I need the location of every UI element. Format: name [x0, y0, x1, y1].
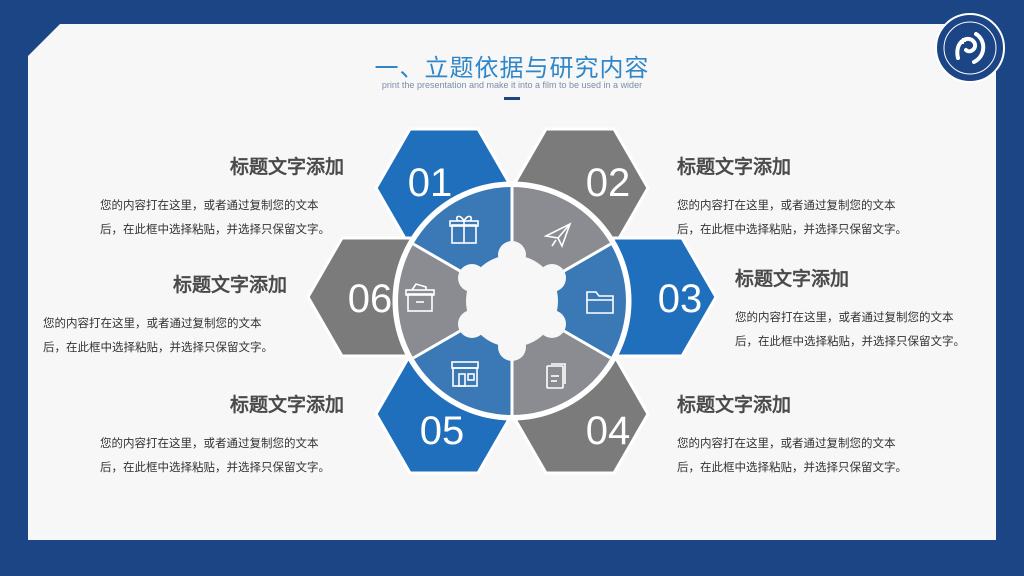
hexagon-number-03: 03 [658, 277, 703, 321]
block-body: 您的内容打在这里，或者通过复制您的文本 后，在此框中选择粘贴，并选择只保留文字。 [677, 436, 907, 474]
text-block-02: 标题文字添加 您的内容打在这里，或者通过复制您的文本 后，在此框中选择粘贴，并选… [677, 152, 937, 241]
page-subtitle: print the presentation and make it into … [381, 80, 643, 90]
block-heading: 标题文字添加 [677, 156, 792, 178]
block-body: 您的内容打在这里，或者通过复制您的文本 后，在此框中选择粘贴，并选择只保留文字。 [735, 310, 965, 348]
block-body: 您的内容打在这里，或者通过复制您的文本 后，在此框中选择粘贴，并选择只保留文字。 [677, 198, 907, 236]
block-heading: 标题文字添加 [229, 156, 344, 178]
block-heading: 标题文字添加 [735, 268, 850, 290]
hexagon-number-05: 05 [420, 409, 465, 453]
hexagon-number-04: 04 [586, 409, 631, 453]
block-heading: 标题文字添加 [677, 394, 792, 416]
hexagon-number-01: 01 [408, 161, 453, 205]
shop-icon [451, 361, 479, 387]
text-block-05: 标题文字添加 您的内容打在这里，或者通过复制您的文本 后，在此框中选择粘贴，并选… [100, 390, 360, 479]
paper-plane-icon [543, 222, 572, 249]
hexagon-number-06: 06 [348, 277, 393, 321]
university-logo [935, 13, 1005, 83]
text-block-04: 标题文字添加 您的内容打在这里，或者通过复制您的文本 后，在此框中选择粘贴，并选… [677, 390, 937, 479]
hexagon-number-02: 02 [586, 161, 631, 205]
text-block-06: 标题文字添加 您的内容打在这里，或者通过复制您的文本 后，在此框中选择粘贴，并选… [43, 270, 303, 359]
document-icon [546, 363, 566, 389]
block-heading: 标题文字添加 [229, 394, 344, 416]
folder-icon [586, 291, 614, 314]
block-body: 您的内容打在这里，或者通过复制您的文本 后，在此框中选择粘贴，并选择只保留文字。 [100, 436, 330, 474]
text-block-03: 标题文字添加 您的内容打在这里，或者通过复制您的文本 后，在此框中选择粘贴，并选… [735, 264, 995, 353]
gift-icon [449, 215, 479, 244]
title-underline [504, 97, 520, 100]
block-heading: 标题文字添加 [172, 274, 287, 296]
text-block-01: 标题文字添加 您的内容打在这里，或者通过复制您的文本 后，在此框中选择粘贴，并选… [100, 152, 360, 241]
box-icon [405, 283, 435, 312]
block-body: 您的内容打在这里，或者通过复制您的文本 后，在此框中选择粘贴，并选择只保留文字。 [100, 198, 330, 236]
block-body: 您的内容打在这里，或者通过复制您的文本 后，在此框中选择粘贴，并选择只保留文字。 [43, 316, 273, 354]
page-title: 一、立题依据与研究内容 [374, 54, 650, 82]
